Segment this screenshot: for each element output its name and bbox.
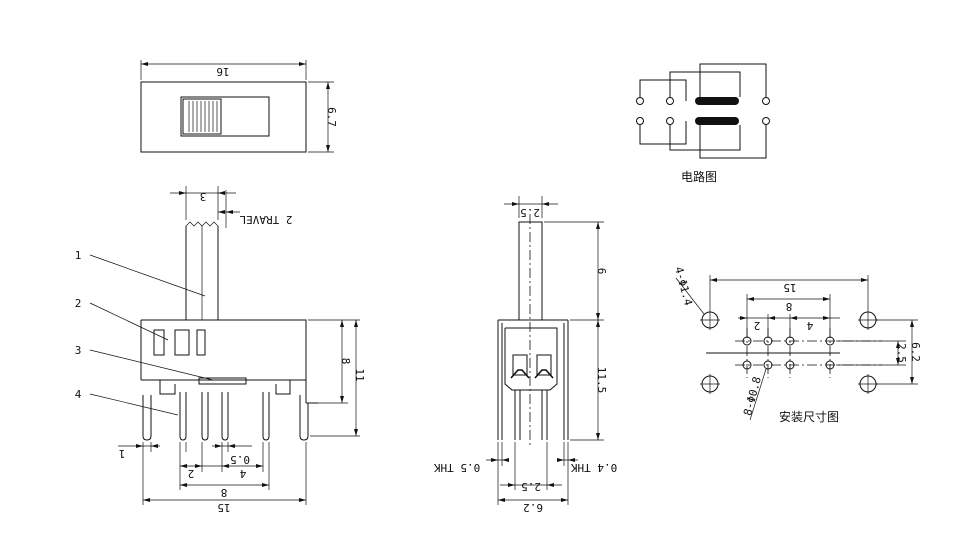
right-thk-label: 0.4 THK <box>570 461 617 474</box>
mount-inner-span-dim: 8 <box>786 300 793 313</box>
pin-offset-dim: 1 <box>119 447 126 460</box>
mount-hole-label: 4-Φ1.4 <box>672 265 695 307</box>
mount-pitch2-dim: 4 <box>806 319 813 332</box>
mount-overall-height-dim: 6.2 <box>909 342 922 362</box>
top-view: 16 6.7 <box>140 60 338 153</box>
callout-3: 3 <box>75 344 82 357</box>
mount-pitch-dim: 2 <box>754 319 761 332</box>
top-height-dim: 6.7 <box>325 107 338 127</box>
left-thk-label: 0.5 THK <box>433 461 480 474</box>
mount-outer-span-dim: 15 <box>783 281 796 294</box>
pin-thickness-dim: 0.5 <box>230 453 250 466</box>
travel-label: 2 TRAVEL <box>239 213 292 226</box>
mounting-caption: 安装尺寸图 <box>779 409 839 424</box>
circuit-caption: 电路图 <box>681 169 717 184</box>
pin-pitch-dim: 2 <box>188 467 195 480</box>
pin-span-dim: 4 <box>239 467 246 480</box>
side-actuator-width-dim: 2.5 <box>520 206 540 219</box>
callout-2: 2 <box>75 297 82 310</box>
total-height-dim: 11 <box>353 368 366 381</box>
side-view: 2.5 6 11.5 <box>433 196 617 514</box>
side-inner-pitch-dim: 2.5 <box>521 480 541 493</box>
front-view: 3 2 TRAVEL 8 <box>75 186 366 514</box>
circuit-diagram: 电路图 <box>636 63 770 184</box>
body-height-dim: 8 <box>339 358 352 365</box>
mount-row-pitch-dim: 2.5 <box>895 343 908 363</box>
callout-1: 1 <box>75 249 82 262</box>
top-width-dim: 16 <box>216 65 229 78</box>
actuator-dim: 3 <box>200 190 207 203</box>
pin-hole-label: 8-Φ0.8 <box>741 375 764 417</box>
mounting-diagram: 15 8 2 4 2.5 6.2 4-Φ1.4 8-Φ0.8 <box>672 265 922 424</box>
side-body-height-dim: 11.5 <box>595 367 608 394</box>
outer-pin-dim: 8 <box>221 486 228 499</box>
side-overall-width-dim: 6.2 <box>523 501 543 514</box>
side-actuator-height-dim: 6 <box>595 268 608 275</box>
overall-width-dim: 15 <box>217 501 230 514</box>
callout-4: 4 <box>75 388 82 401</box>
